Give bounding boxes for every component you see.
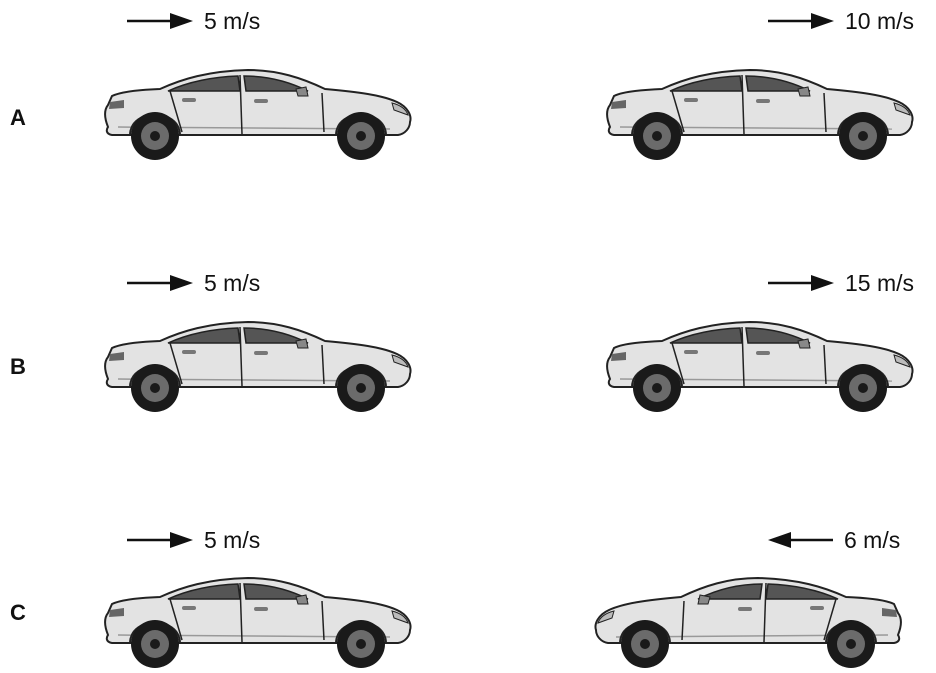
- arrow-a-left-car: [127, 13, 193, 29]
- car-b-left: [104, 321, 412, 413]
- scenario-label-b: B: [10, 354, 26, 379]
- scenario-label-a: A: [10, 105, 26, 130]
- speed-label-b-right-car: 15 m/s: [845, 270, 914, 296]
- car-c-right: [594, 577, 902, 669]
- speed-label-c-left-car: 5 m/s: [204, 527, 260, 553]
- car-c-left: [104, 577, 412, 669]
- speed-label-a-right-car: 10 m/s: [845, 8, 914, 34]
- car-a-left: [104, 69, 412, 161]
- arrow-b-right-car: [768, 275, 834, 291]
- arrow-a-right-car: [768, 13, 834, 29]
- speed-label-c-right-car: 6 m/s: [844, 527, 900, 553]
- speed-label-b-left-car: 5 m/s: [204, 270, 260, 296]
- arrow-b-left-car: [127, 275, 193, 291]
- scenario-label-c: C: [10, 600, 26, 625]
- car-a-right: [606, 69, 914, 161]
- car-b-right: [606, 321, 914, 413]
- arrow-c-left-car: [127, 532, 193, 548]
- arrow-c-right-car: [768, 532, 833, 548]
- speed-label-a-left-car: 5 m/s: [204, 8, 260, 34]
